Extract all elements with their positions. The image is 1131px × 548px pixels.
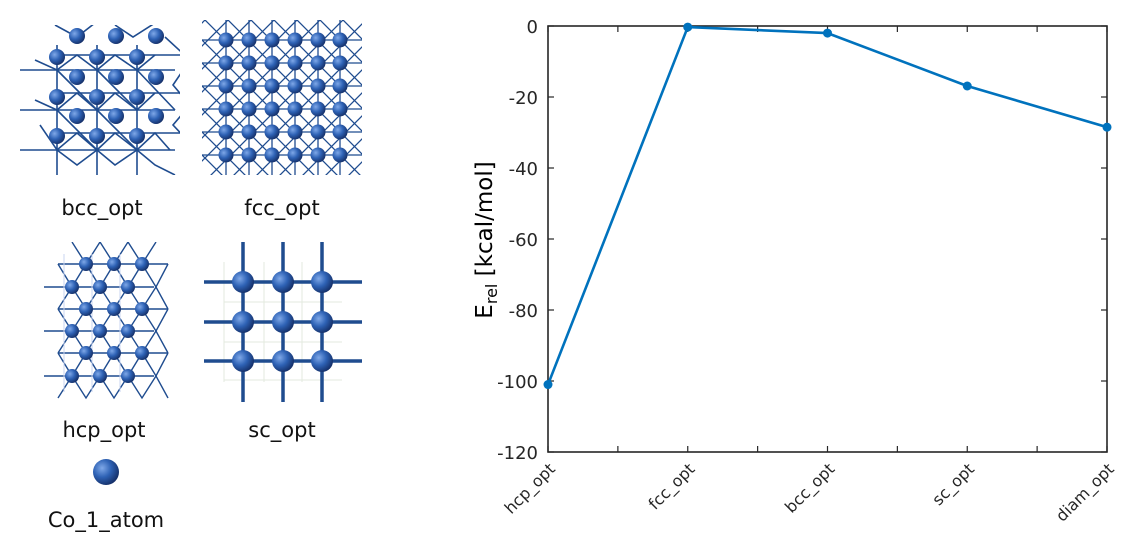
y-tick-label: -60 (509, 230, 538, 251)
data-point (823, 28, 832, 38)
sc-structure (202, 242, 364, 404)
series-line (546, 25, 1108, 386)
y-tick-label: -20 (509, 88, 538, 109)
atom-sphere-icon (93, 459, 119, 485)
y-tick-label: -40 (509, 159, 538, 180)
data-point (683, 22, 693, 32)
hcp-structure (42, 240, 172, 402)
y-tick-labels: 0 -20 -40 -60 -80 -100 -120 (497, 17, 538, 464)
bcc-label: bcc_opt (61, 196, 143, 220)
plot-box (547, 25, 1108, 453)
data-point (1102, 122, 1112, 132)
x-tick-label: bcc_opt (781, 459, 839, 517)
y-tick-label: -80 (509, 301, 538, 322)
sc-lattice-icon (204, 242, 362, 402)
x-tick-label: fcc_opt (645, 459, 700, 514)
data-point-markers (543, 22, 1112, 390)
hcp-label: hcp_opt (62, 418, 146, 442)
sc-label: sc_opt (248, 418, 316, 442)
x-tick-labels: hcp_opt fcc_opt bcc_opt sc_opt diam_opt (501, 459, 1119, 526)
fcc-structure (202, 20, 362, 180)
y-tick-label: -120 (497, 443, 538, 464)
fcc-lattice-icon (202, 20, 362, 175)
data-point (962, 81, 972, 91)
y-tick-label: -100 (497, 372, 538, 393)
data-point (543, 380, 553, 390)
x-tick-label: sc_opt (928, 459, 978, 509)
y-tick-label: 0 (527, 17, 538, 38)
co-atom (92, 458, 122, 488)
fcc-label: fcc_opt (244, 196, 320, 220)
chart-axes (547, 25, 1108, 453)
x-tick-label: hcp_opt (501, 459, 560, 518)
co-atom-label: Co_1_atom (47, 508, 165, 532)
x-tick-label: diam_opt (1052, 459, 1119, 526)
hcp-lattice-icon (44, 240, 169, 400)
y-axis-label: Erel [kcal/mol] (472, 161, 501, 318)
